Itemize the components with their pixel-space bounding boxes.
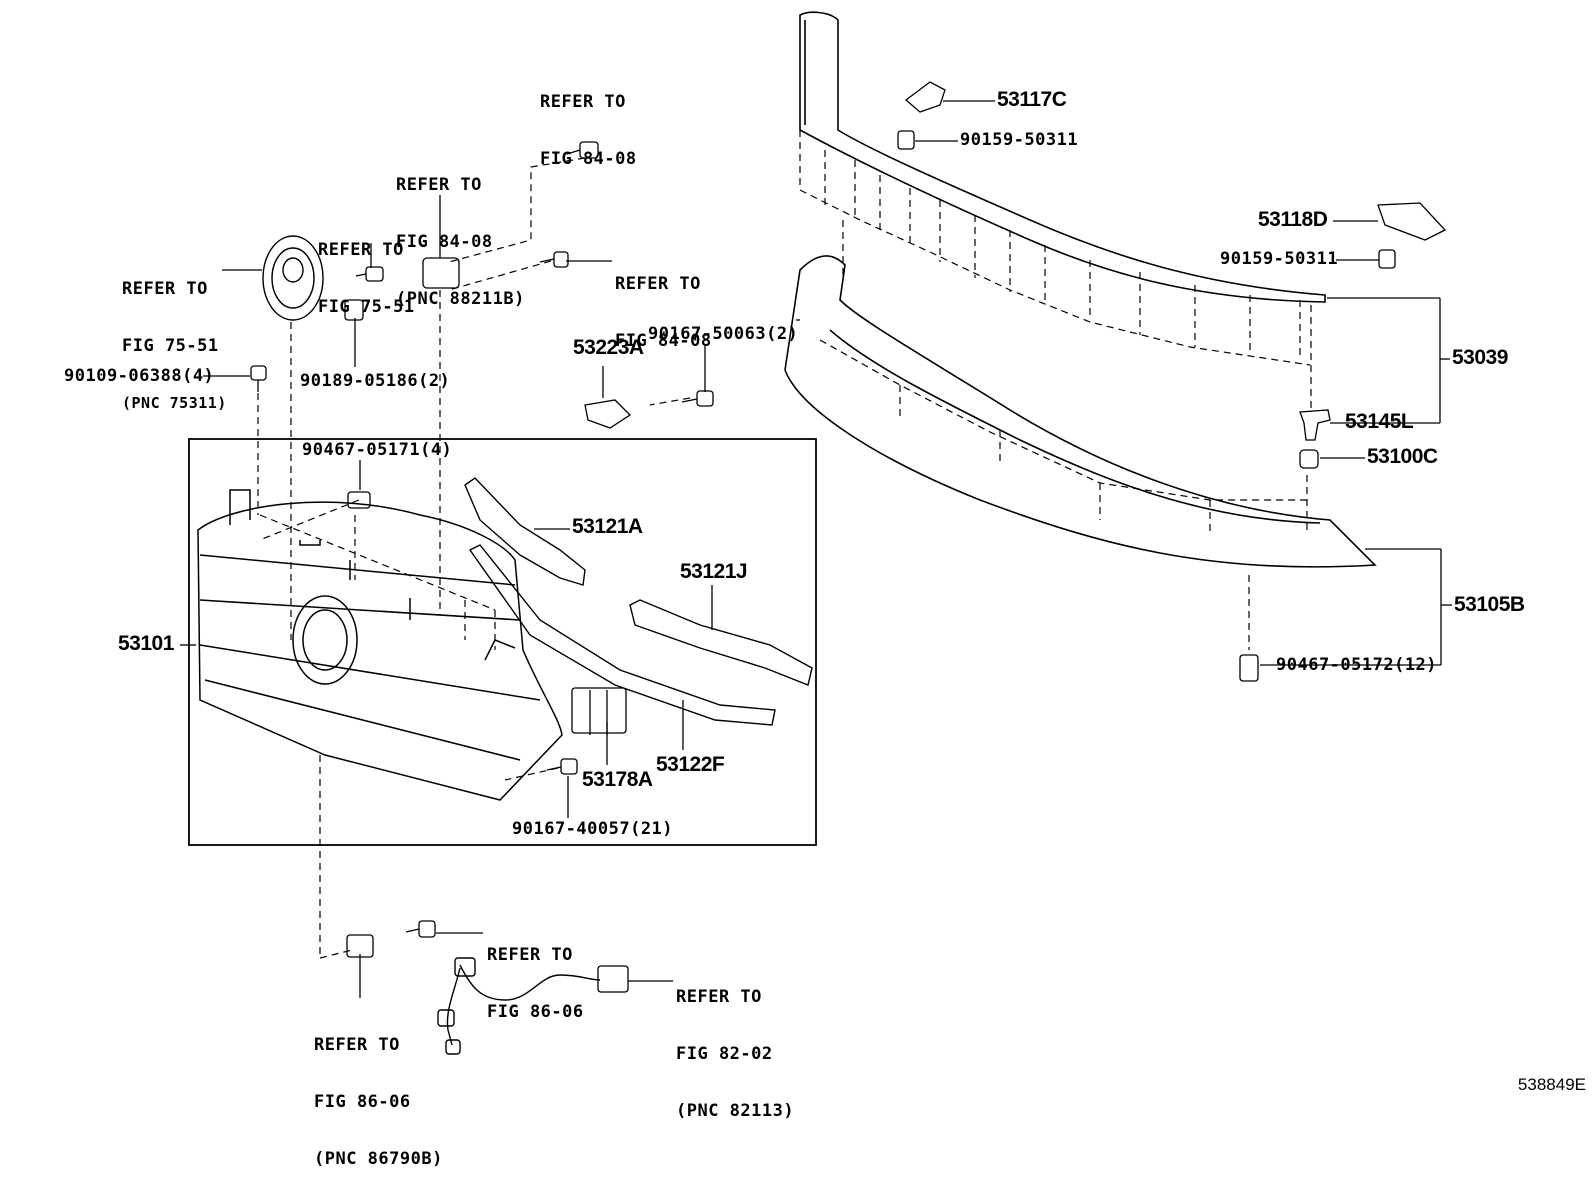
- refer-fig-75-51-a: REFER TO FIG 75-51: [318, 203, 415, 336]
- label-line: FIG 84-08: [396, 232, 493, 252]
- label-line: REFER TO: [540, 92, 626, 112]
- grille-bracket-parts: [464, 477, 813, 726]
- label-53101: 53101: [118, 632, 174, 655]
- radiator-grille-part: [197, 489, 563, 801]
- label-line: FIG 86-06: [314, 1092, 411, 1112]
- refer-fig-84-08-pnc: REFER TO FIG 84-08 (PNC 88211B): [396, 138, 525, 328]
- wire-harness-part: [437, 957, 601, 1055]
- label-53121j: 53121J: [680, 560, 748, 583]
- label-53100c: 53100C: [1367, 445, 1438, 468]
- label-53145l: 53145L: [1345, 410, 1414, 433]
- label-line: FIG 86-06: [487, 1002, 584, 1022]
- parts-diagram: [180, 11, 1452, 1055]
- label-line: (PNC 75311): [122, 394, 227, 412]
- label-90159-50311-b: 90159-50311: [1220, 249, 1339, 269]
- label-line: FIG 75-51: [122, 336, 219, 356]
- refer-fig-82-02: REFER TO FIG 82-02 (PNC 82113): [676, 950, 794, 1140]
- label-53121a: 53121A: [572, 515, 643, 538]
- label-90109-06388: 90109-06388(4): [64, 366, 215, 386]
- label-line: REFER TO: [314, 1035, 400, 1055]
- bumper-lower-part: [784, 255, 1377, 568]
- label-line: REFER TO: [676, 987, 762, 1007]
- label-53118d: 53118D: [1258, 208, 1328, 231]
- label-53039: 53039: [1452, 346, 1508, 369]
- leader-lines: [180, 100, 1452, 998]
- refer-fig-84-08-right: REFER TO FIG 84-08: [615, 237, 712, 370]
- label-90159-50311-a: 90159-50311: [960, 130, 1079, 150]
- label-line: FIG 84-08: [615, 331, 712, 351]
- label-line: FIG 82-02: [676, 1044, 773, 1064]
- label-line: REFER TO: [318, 240, 404, 260]
- label-90167-50063: 90167-50063(2): [648, 324, 799, 344]
- bumper-upper-part: [799, 11, 1326, 303]
- label-53178a: 53178A: [582, 768, 653, 791]
- fastener-parts: [250, 81, 1447, 993]
- label-53105b: 53105B: [1454, 593, 1525, 616]
- label-line: (PNC 88211B): [396, 289, 525, 309]
- label-line: FIG 84-08: [540, 149, 637, 169]
- label-line: REFER TO: [615, 274, 701, 294]
- label-90467-05172: 90467-05172(12): [1276, 655, 1438, 675]
- refer-fig-75-51-pnc: REFER TO FIG 75-51 (PNC 75311): [122, 242, 227, 432]
- refer-fig-86-06-pnc: REFER TO FIG 86-06 (PNC 86790B): [314, 998, 443, 1188]
- label-line: (PNC 86790B): [314, 1149, 443, 1169]
- label-53223a: 53223A: [573, 336, 644, 359]
- label-90167-40057: 90167-40057(21): [512, 819, 674, 839]
- emblem-part: [262, 235, 324, 321]
- label-line: REFER TO: [122, 279, 208, 299]
- grille-group-box: [188, 438, 817, 846]
- label-line: REFER TO: [487, 945, 573, 965]
- label-line: REFER TO: [396, 175, 482, 195]
- label-90189-05186: 90189-05186(2): [300, 371, 451, 391]
- label-line: (PNC 82113): [676, 1101, 795, 1121]
- label-line: FIG 75-51: [318, 297, 415, 317]
- label-53122f: 53122F: [656, 753, 725, 776]
- label-90467-05171: 90467-05171(4): [302, 440, 453, 460]
- diagram-code: 538849E: [1517, 1075, 1586, 1094]
- refer-fig-84-08-top: REFER TO FIG 84-08: [540, 55, 637, 188]
- refer-fig-86-06-right: REFER TO FIG 86-06: [487, 908, 584, 1041]
- label-53117c: 53117C: [997, 88, 1067, 111]
